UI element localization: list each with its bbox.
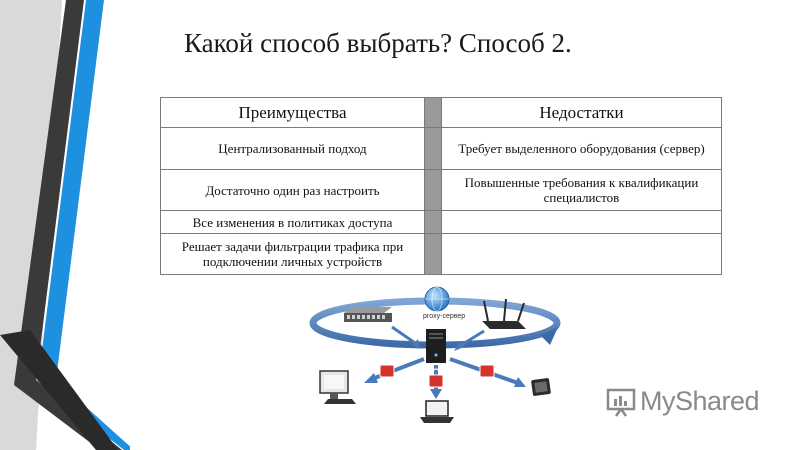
myshared-logo: MyShared [606,386,760,417]
disadvantage-cell: Повышенные требования к квалификации спе… [441,169,722,211]
table-header-row: Преимущества Недостатки [160,97,722,128]
presentation-icon [606,388,636,417]
comparison-table: Преимущества Недостатки Централизованный… [160,97,722,275]
column-spacer [424,169,442,211]
table-row: Централизованный подход Требует выделенн… [160,127,722,170]
globe-icon [424,286,450,312]
table-row: Все изменения в политиках доступа [160,210,722,234]
disadvantage-cell [441,233,722,275]
proxy-label: proxy-сервер [423,313,465,320]
watermark-text: MyShared [640,386,760,416]
column-spacer [424,233,442,275]
advantage-cell: Централизованный подход [160,127,425,170]
arrow-icon [391,325,420,349]
header-disadvantages: Недостатки [441,97,722,128]
desktop-computer-icon [319,370,356,404]
column-spacer [424,210,442,234]
lock-icon [379,358,395,378]
disadvantage-cell [441,210,722,234]
table-row: Решает задачи фильтрации трафика при под… [160,233,722,275]
network-switch-icon [344,307,392,322]
advantage-cell: Решает задачи фильтрации трафика при под… [160,233,425,275]
advantage-cell: Достаточно один раз настроить [160,169,425,211]
slide-title: Какой способ выбрать? Способ 2. [184,28,572,58]
network-diagram: proxy-сервер [309,286,561,423]
column-spacer [424,127,442,170]
tablet-icon [531,378,551,396]
disadvantage-cell: Требует выделенного оборудования (сервер… [441,127,722,170]
lock-icon [479,358,495,378]
laptop-icon [420,400,454,423]
arrow-icon [454,329,485,351]
table-row: Достаточно один раз настроить Повышенные… [160,169,722,211]
wifi-router-icon [482,298,526,329]
advantage-cell: Все изменения в политиках доступа [160,210,425,234]
column-spacer [424,97,442,128]
lock-icon [428,368,444,388]
server-tower-icon [426,329,446,363]
decorative-stripes [0,0,130,450]
header-advantages: Преимущества [160,97,425,128]
